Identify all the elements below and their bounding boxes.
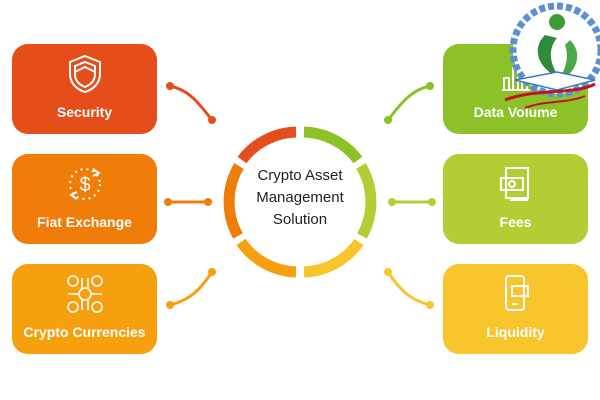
crypto-currencies-label: Crypto Currencies — [23, 324, 146, 340]
receipt-icon — [443, 164, 588, 204]
crypto-currencies-box: Crypto Currencies — [12, 264, 157, 354]
fiat-exchange-box: $ Fiat Exchange — [12, 154, 157, 244]
mobile-payment-icon — [443, 274, 588, 314]
center-title: Crypto Asset Management Solution — [240, 165, 360, 231]
currencies-icon — [12, 274, 157, 314]
svg-text:$: $ — [79, 174, 90, 196]
park-logo — [495, 0, 600, 120]
security-label: Security — [56, 104, 113, 120]
center-line: Management — [256, 189, 344, 206]
liquidity-box: Liquidity — [443, 264, 588, 354]
liquidity-label: Liquidity — [486, 324, 545, 340]
security-box: Security — [12, 44, 157, 134]
dollar-exchange-icon: $ — [12, 164, 157, 204]
shield-icon — [12, 54, 157, 94]
data-volume-label: Data Volume — [473, 104, 558, 120]
center-line: Crypto Asset — [257, 167, 343, 184]
center-line: Solution — [272, 211, 328, 228]
fees-label: Fees — [499, 214, 532, 230]
center-ring — [223, 126, 377, 278]
fiat-exchange-label: Fiat Exchange — [37, 214, 132, 230]
fees-box: Fees — [443, 154, 588, 244]
